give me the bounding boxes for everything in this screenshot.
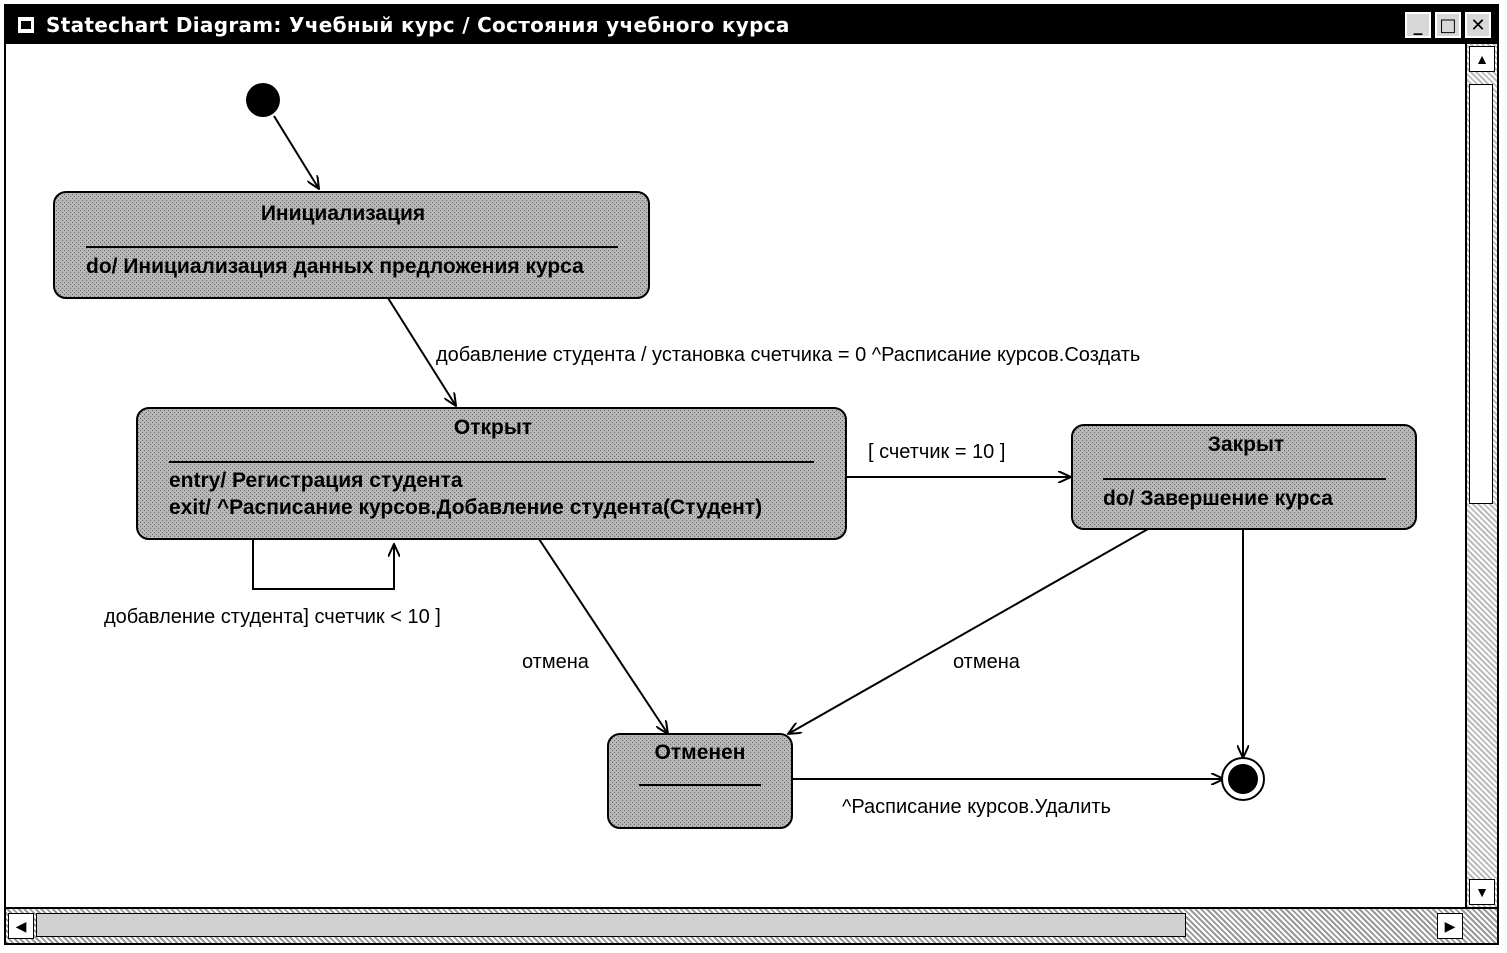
state-canceled-name: Отменен	[655, 741, 746, 764]
state-init-name: Инициализация	[261, 202, 425, 225]
transition-open-to-canceled[interactable]	[538, 538, 668, 734]
horizontal-scrollbar[interactable]: ◀ ▶	[6, 907, 1497, 943]
label-init-to-open: добавление студента / установка счетчика…	[436, 344, 1140, 366]
state-open-entry: entry/ Регистрация студента	[169, 469, 463, 492]
window-controls: _ □ ✕	[1405, 12, 1491, 38]
state-open-name: Открыт	[454, 416, 532, 439]
label-open-self: добавление студента] счетчик < 10 ]	[104, 606, 441, 628]
transition-open-self[interactable]	[252, 540, 394, 590]
final-state-dot	[1228, 764, 1258, 794]
label-closed-to-canceled: отмена	[953, 651, 1021, 673]
state-open-box	[136, 407, 847, 540]
window-title: Statechart Diagram: Учебный курс / Состо…	[46, 13, 790, 37]
label-canceled-to-final: ^Расписание курсов.Удалить	[842, 796, 1111, 818]
horizontal-scroll-thumb[interactable]	[36, 913, 1186, 937]
state-open[interactable]: Открыт entry/ Регистрация студента exit/…	[136, 407, 847, 540]
maximize-button[interactable]: □	[1435, 12, 1461, 38]
state-init[interactable]: Инициализация do/ Инициализация данных п…	[53, 191, 650, 299]
label-open-to-closed: [ счетчик = 10 ]	[868, 441, 1005, 463]
close-button[interactable]: ✕	[1465, 12, 1491, 38]
state-closed-activity: do/ Завершение курса	[1103, 487, 1333, 510]
vertical-scroll-thumb[interactable]	[1469, 84, 1493, 504]
diagram-canvas[interactable]: Инициализация do/ Инициализация данных п…	[6, 44, 1465, 907]
scroll-down-arrow-icon[interactable]: ▼	[1469, 879, 1495, 905]
statechart-icon	[16, 15, 36, 35]
statechart-svg: Инициализация do/ Инициализация данных п…	[53, 83, 1417, 829]
transition-closed-to-canceled[interactable]	[788, 528, 1149, 734]
state-closed-name: Закрыт	[1208, 433, 1284, 456]
state-init-box	[53, 191, 650, 299]
final-state[interactable]	[1221, 757, 1265, 801]
label-open-to-canceled: отмена	[522, 651, 590, 673]
scroll-right-arrow-icon[interactable]: ▶	[1437, 913, 1463, 939]
transition-initial-to-init[interactable]	[273, 115, 319, 189]
state-closed-box	[1071, 424, 1417, 530]
transition-init-to-open[interactable]	[387, 297, 456, 406]
state-open-exit: exit/ ^Расписание курсов.Добавление студ…	[169, 496, 762, 519]
minimize-button[interactable]: _	[1405, 12, 1431, 38]
state-canceled-box	[607, 733, 793, 829]
initial-state[interactable]	[246, 83, 280, 117]
state-init-activity: do/ Инициализация данных предложения кур…	[86, 255, 584, 278]
scroll-up-arrow-icon[interactable]: ▲	[1469, 46, 1495, 72]
scroll-left-arrow-icon[interactable]: ◀	[8, 913, 34, 939]
diagram-window: Statechart Diagram: Учебный курс / Состо…	[4, 4, 1499, 945]
state-canceled[interactable]: Отменен	[607, 733, 793, 829]
state-closed[interactable]: Закрыт do/ Завершение курса	[1071, 424, 1417, 530]
title-bar[interactable]: Statechart Diagram: Учебный курс / Состо…	[6, 6, 1497, 44]
vertical-scrollbar[interactable]: ▲ ▼	[1465, 44, 1497, 907]
